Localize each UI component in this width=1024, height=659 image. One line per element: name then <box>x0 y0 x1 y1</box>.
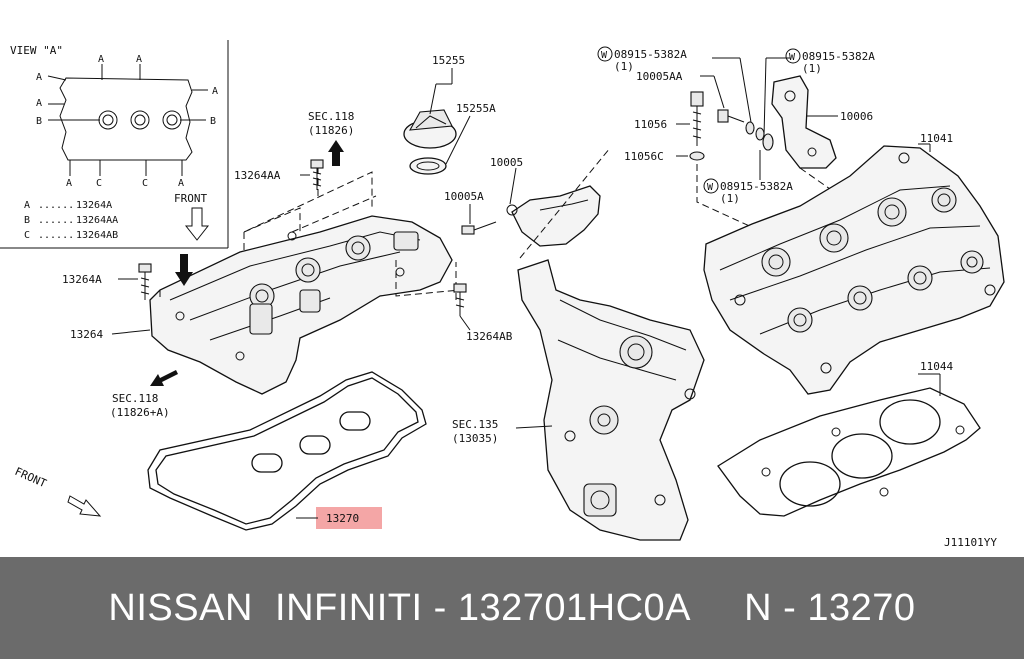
rocker-cover-assembly <box>149 160 461 395</box>
label-13264a: 13264A <box>62 273 102 286</box>
label-13264: 13264 <box>70 328 103 341</box>
label-11056c: 11056C <box>624 150 664 163</box>
rocker-cover-gasket <box>147 371 427 531</box>
view-a-title: VIEW "A" <box>10 44 63 57</box>
front-timing-cover <box>517 259 705 541</box>
view-a-legend-key: B <box>24 215 30 226</box>
front-arrow-diagonal-icon <box>67 495 102 517</box>
label-10005a: 10005A <box>444 190 484 203</box>
label-13264aa: 13264AA <box>234 169 281 182</box>
view-a-mark: A <box>98 54 104 65</box>
label-sec118-top: SEC.118 <box>308 110 354 123</box>
view-a-legend-part: 13264A <box>76 200 112 211</box>
label-w-08915-mid: 08915-5382A <box>720 180 793 193</box>
bolt-13264a <box>118 263 152 300</box>
view-a-legend-dots: ...... <box>38 215 74 226</box>
label-10006: 10006 <box>840 110 873 123</box>
label-11044: 11044 <box>920 360 953 373</box>
view-a-inset: VIEW "A" A A A A A B B A C C A A ...... … <box>0 40 229 249</box>
label-w-08915-mid-qty: (1) <box>720 192 740 205</box>
engine-bracket-10005 <box>506 185 601 247</box>
view-a-arrow-down-icon <box>175 254 193 286</box>
label-w-symbol: W <box>707 182 714 193</box>
view-a-legend-key: A <box>24 200 30 211</box>
view-a-mark: A <box>66 178 72 189</box>
label-w-08915-top-right: 08915-5382A <box>802 50 875 63</box>
view-a-legend-key: C <box>24 230 30 241</box>
label-sec118-top-ref: (11826) <box>308 124 354 137</box>
label-w-symbol: W <box>789 52 796 63</box>
oil-filler-cap <box>403 109 457 175</box>
view-a-mark: C <box>96 178 102 189</box>
label-10005: 10005 <box>490 156 523 169</box>
label-w-08915-top-left-qty: (1) <box>614 60 634 73</box>
cylinder-head-gasket <box>717 387 981 517</box>
view-a-legend-dots: ...... <box>38 200 74 211</box>
view-a-mark: C <box>142 178 148 189</box>
view-a-mark: A <box>136 54 142 65</box>
washer-symbol-icon <box>597 46 613 62</box>
bolt-13264ab <box>453 283 471 331</box>
label-15255: 15255 <box>432 54 465 67</box>
bolt-13264aa <box>300 159 324 190</box>
view-a-mark: A <box>36 72 42 83</box>
label-sec135-ref: (13035) <box>452 432 498 445</box>
label-w-08915-top-right-qty: (1) <box>802 62 822 75</box>
view-a-cover-outline <box>59 77 193 161</box>
bolt-10005aa <box>717 109 774 151</box>
label-13270: 13270 <box>326 512 359 525</box>
label-front-bottom: FRONT <box>13 465 49 490</box>
view-a-mark: A <box>212 86 218 97</box>
washer-symbol-icon <box>785 48 801 64</box>
cylinder-head <box>703 145 1005 395</box>
label-sec118-bottom-ref: (11826+A) <box>110 406 170 419</box>
label-w-symbol: W <box>601 50 608 61</box>
view-a-mark: A <box>36 98 42 109</box>
label-11056: 11056 <box>634 118 667 131</box>
label-13264ab: 13264AB <box>466 330 513 343</box>
view-a-legend-part: 13264AB <box>76 230 118 241</box>
view-a-front-label: FRONT <box>174 192 207 205</box>
washer-symbol-icon <box>703 178 719 194</box>
exploded-parts-diagram: VIEW "A" A A A A A B B A C C A A ...... … <box>0 40 1005 549</box>
label-15255a: 15255A <box>456 102 496 115</box>
part-number-text: NISSAN INFINITI - 132701HC0A N - 13270 <box>108 586 916 629</box>
view-a-mark: B <box>36 116 42 127</box>
sec118-arrow-up-icon <box>328 140 344 166</box>
view-a-mark: B <box>210 116 216 127</box>
bracket-10006 <box>771 75 837 169</box>
part-number-banner: NISSAN INFINITI - 132701HC0A N - 13270 <box>0 557 1024 659</box>
label-11041: 11041 <box>920 132 953 145</box>
label-sec118-bottom: SEC.118 <box>112 392 158 405</box>
diagram-code: J11101YY <box>944 536 997 549</box>
view-a-mark: A <box>178 178 184 189</box>
stud-11056 <box>689 91 705 161</box>
label-sec135: SEC.135 <box>452 418 498 431</box>
label-w-08915-top-left: 08915-5382A <box>614 48 687 61</box>
view-a-legend-part: 13264AA <box>76 215 118 226</box>
sec118-arrow-left-icon <box>150 370 178 386</box>
highlight-13270 <box>316 507 382 529</box>
bolt-10005a <box>461 221 497 235</box>
label-10005aa: 10005AA <box>636 70 683 83</box>
view-a-legend-dots: ...... <box>38 230 74 241</box>
front-arrow-down-icon <box>184 207 210 241</box>
